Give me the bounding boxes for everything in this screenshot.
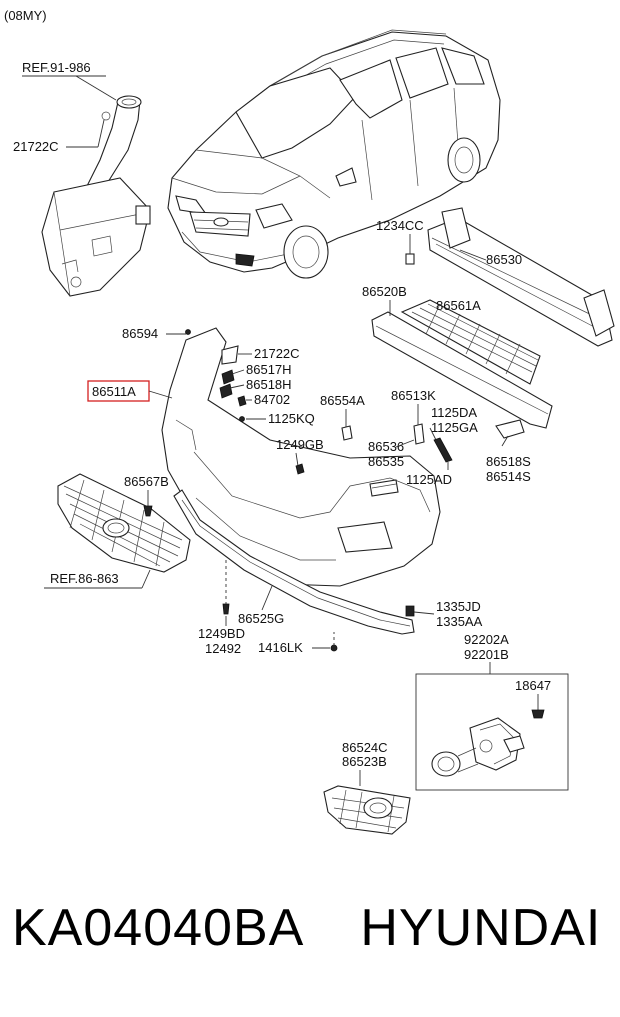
part-label-21722C-b: 21722C <box>254 346 300 361</box>
fog-lamp-bezel: 86524C 86523B <box>323 740 411 835</box>
lower-lip-86525G: 86525G 1249BD 12492 1416LK 1335JD 1335AA <box>173 489 483 656</box>
brand-name: HYUNDAI <box>360 899 602 957</box>
vehicle-illustration <box>167 29 501 279</box>
part-label-86525G: 86525G <box>238 611 284 626</box>
part-label-84702: 84702 <box>254 392 290 407</box>
bumper-beam-86530: 1234CC 86530 <box>376 207 615 347</box>
bumper-parts-diagram: (08MY) REF.91-986 21722C <box>4 8 615 835</box>
part-label-1125GA: 1125GA <box>431 420 478 435</box>
part-label-1125KQ: 1125KQ <box>268 411 315 426</box>
part-label-1335AA: 1335AA <box>436 614 483 629</box>
part-label-86511A: 86511A <box>92 384 136 399</box>
part-label-92202A: 92202A <box>464 632 509 647</box>
part-label-86530: 86530 <box>486 252 522 267</box>
part-label-92201B: 92201B <box>464 647 509 662</box>
part-label-86520B: 86520B <box>362 284 407 299</box>
ref-label-86-863: REF.86-863 <box>50 571 119 586</box>
upper-brackets: 21722C 86517H 86518H 84702 1125KQ 1249GB <box>219 345 324 475</box>
part-label-1125AD: 1125AD <box>406 472 452 487</box>
part-label-86523B: 86523B <box>342 754 387 769</box>
fog-lamp-assembly: 92202A 92201B 18647 <box>415 632 569 791</box>
part-label-86513K: 86513K <box>391 388 436 403</box>
radiator-grille: 86567B REF.86-863 <box>44 473 191 589</box>
lower-grille-86561A: 86561A <box>400 298 541 385</box>
energy-absorber-86520B: 86520B <box>362 284 553 429</box>
part-label-86517H: 86517H <box>246 362 292 377</box>
part-label-12492: 12492 <box>205 641 241 656</box>
footer-caption: KA04040BA HYUNDAI <box>12 898 612 978</box>
part-label-86561A: 86561A <box>436 298 481 313</box>
washer-reservoir: REF.91-986 21722C <box>13 60 151 297</box>
part-label-86514S: 86514S <box>486 469 531 484</box>
bumper-cover-86511A: 86511A 86594 <box>87 326 441 587</box>
part-label-86594: 86594 <box>122 326 158 341</box>
part-label-86518H: 86518H <box>246 377 292 392</box>
part-label-1249BD: 1249BD <box>198 626 245 641</box>
side-brackets: 86554A 86513K 1125DA 1125GA 86536 86535 … <box>320 388 531 487</box>
part-label-1416LK: 1416LK <box>258 640 303 655</box>
part-label-86567B: 86567B <box>124 474 169 489</box>
part-label-86554A: 86554A <box>320 393 365 408</box>
part-label-1234CC: 1234CC <box>376 218 424 233</box>
part-label-86524C: 86524C <box>342 740 388 755</box>
part-label-86518S: 86518S <box>486 454 531 469</box>
part-number: KA04040BA <box>12 899 305 957</box>
part-label-86536: 86536 <box>368 439 404 454</box>
model-year-label: (08MY) <box>4 8 47 23</box>
part-label-1125DA: 1125DA <box>431 405 477 420</box>
part-label-21722C-a: 21722C <box>13 139 59 154</box>
part-label-86535: 86535 <box>368 454 404 469</box>
fog-lamp-frame <box>415 673 569 791</box>
ref-label-91-986: REF.91-986 <box>22 60 91 75</box>
part-label-1335JD: 1335JD <box>436 599 481 614</box>
part-label-1249GB: 1249GB <box>276 437 324 452</box>
part-label-18647: 18647 <box>515 678 551 693</box>
